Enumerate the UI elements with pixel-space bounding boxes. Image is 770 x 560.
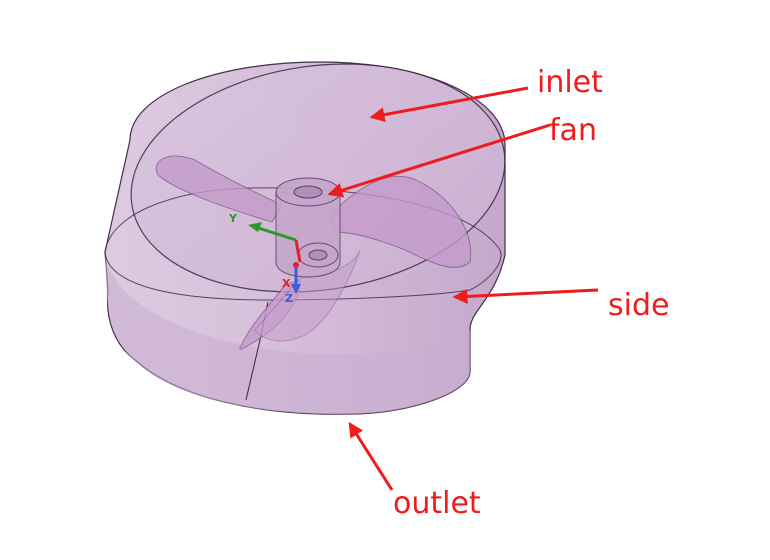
annotation-arrows [327, 86, 599, 491]
hub-lower-hole [308, 249, 328, 261]
fan-blades [155, 155, 472, 350]
fan-blade-front [239, 279, 301, 350]
axis-y-label: Y [228, 212, 238, 225]
outlet-label: outlet [393, 486, 481, 521]
hub-top-hole [293, 185, 323, 199]
side-arrow [452, 288, 599, 304]
fan-arrow [327, 123, 551, 198]
axis-x-arrow [294, 239, 302, 263]
domain-interface-edge [104, 187, 502, 291]
inlet-arrow [369, 86, 529, 123]
fan-blade-right [329, 175, 472, 268]
fan-blade-front-lobe [254, 249, 361, 342]
fan-label: fan [549, 113, 597, 148]
coordinate-triad: Y X Z [228, 212, 302, 305]
axis-y-arrowhead [248, 222, 262, 232]
inlet-label: inlet [537, 65, 603, 100]
outlet-arrow [348, 421, 394, 491]
fan-blade-left [155, 155, 283, 223]
side-label: side [608, 288, 669, 323]
domain-interface-edge-front [104, 251, 471, 301]
axis-z-arrowhead [291, 284, 301, 294]
fan-hub [275, 177, 341, 278]
cylinder-outlet-face [105, 252, 470, 415]
axis-x-label: X [282, 277, 291, 290]
axis-z-label: Z [285, 292, 293, 305]
axis-origin [293, 262, 299, 268]
